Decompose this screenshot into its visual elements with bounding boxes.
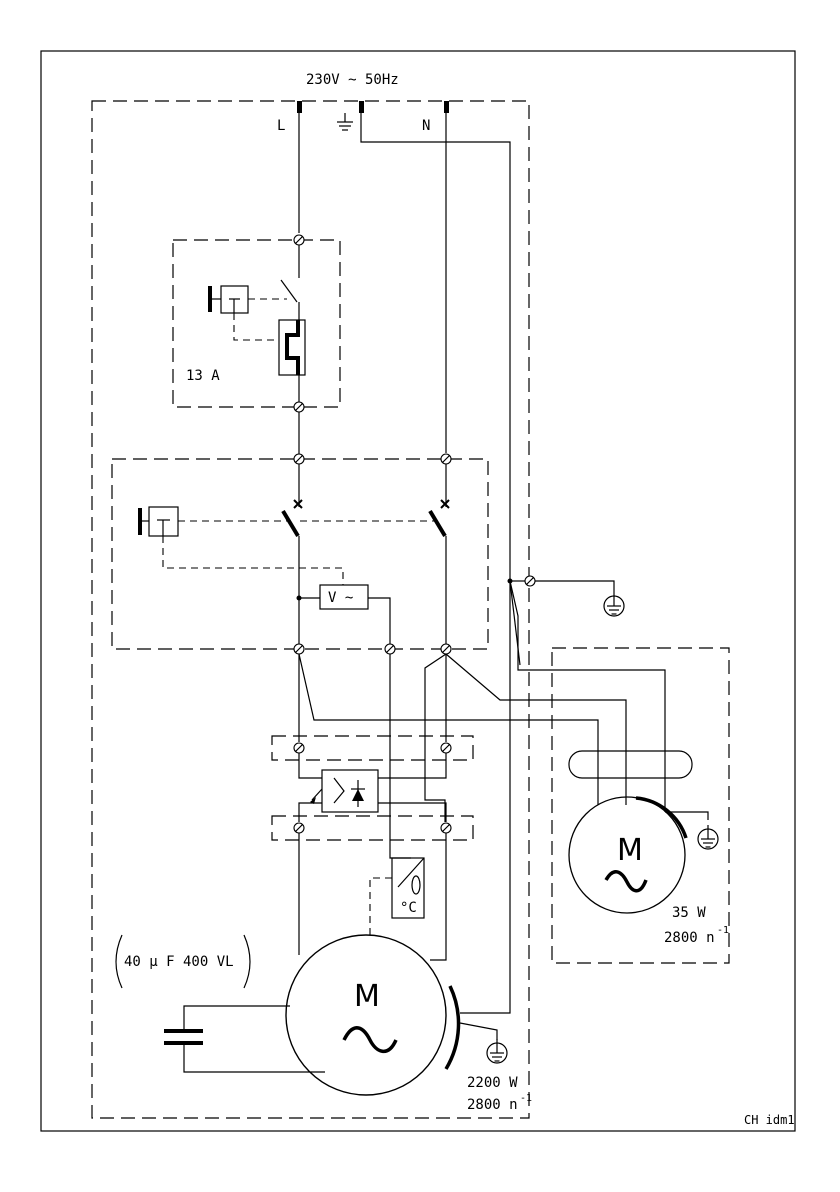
switch-contact-l	[283, 500, 302, 536]
fan-motor-speed-exp: -1	[717, 925, 729, 936]
thermal-trip-element	[279, 320, 305, 375]
breaker-switch-contact	[281, 280, 297, 302]
rectifier-module	[322, 770, 378, 812]
fan-earth-icon	[604, 592, 624, 616]
main-motor-speed: 2800 n	[467, 1097, 518, 1113]
earth-wire	[361, 113, 510, 1013]
breaker-actuator-icon	[210, 286, 248, 313]
main-motor-speed-exp: -1	[520, 1093, 532, 1104]
breaker-terminal-top	[294, 235, 304, 245]
breaker-terminal-bottom	[294, 402, 304, 412]
fan-heater-element	[569, 751, 692, 778]
switch-terminal-n-in	[441, 454, 451, 464]
main-motor-ac-icon	[344, 1028, 396, 1052]
main-motor-earth-icon	[487, 1039, 507, 1063]
switch-terminal-v-out	[385, 644, 395, 654]
switch-actuator-icon	[140, 507, 178, 536]
switch-terminal-l-in	[294, 454, 304, 464]
voltmeter-label: V ~	[328, 590, 353, 606]
fan-motor-symbol: M	[617, 833, 643, 868]
switch-enclosure	[112, 459, 488, 649]
drawing-id: CH idm1	[744, 1113, 795, 1127]
strip-upper-terminal-n	[441, 743, 451, 753]
terminal-n	[444, 101, 449, 113]
fan-motor-earth-icon	[698, 825, 718, 849]
thermostat-label: °C	[400, 900, 417, 916]
label-neutral: N	[422, 118, 430, 134]
main-motor	[286, 935, 446, 1095]
fan-motor-speed: 2800 n	[664, 930, 715, 946]
strip-lower-terminal-l	[294, 823, 304, 833]
strip-upper-terminal-l	[294, 743, 304, 753]
strip-lower-terminal-n	[441, 823, 451, 833]
supply-label: 230V ~ 50Hz	[306, 72, 399, 88]
main-motor-earth-arc	[446, 986, 459, 1069]
fan-motor-earth-arc	[636, 798, 686, 838]
main-motor-power: 2200 W	[467, 1075, 518, 1091]
fan-motor-ac-icon	[606, 872, 646, 891]
main-motor-symbol: M	[354, 979, 380, 1014]
terminal-l	[297, 101, 302, 113]
terminal-pe	[359, 101, 364, 113]
earth-junction-terminal	[525, 576, 535, 586]
switch-terminal-l-out	[294, 644, 304, 654]
switch-contact-n	[430, 500, 449, 536]
switch-terminal-n-out	[441, 644, 451, 654]
capacitor-label: 40 µ F 400 VL	[124, 954, 234, 970]
supply-earth-icon	[337, 113, 353, 130]
label-line: L	[277, 118, 285, 134]
breaker-rating: 13 A	[186, 368, 220, 384]
fan-motor-power: 35 W	[672, 905, 706, 921]
